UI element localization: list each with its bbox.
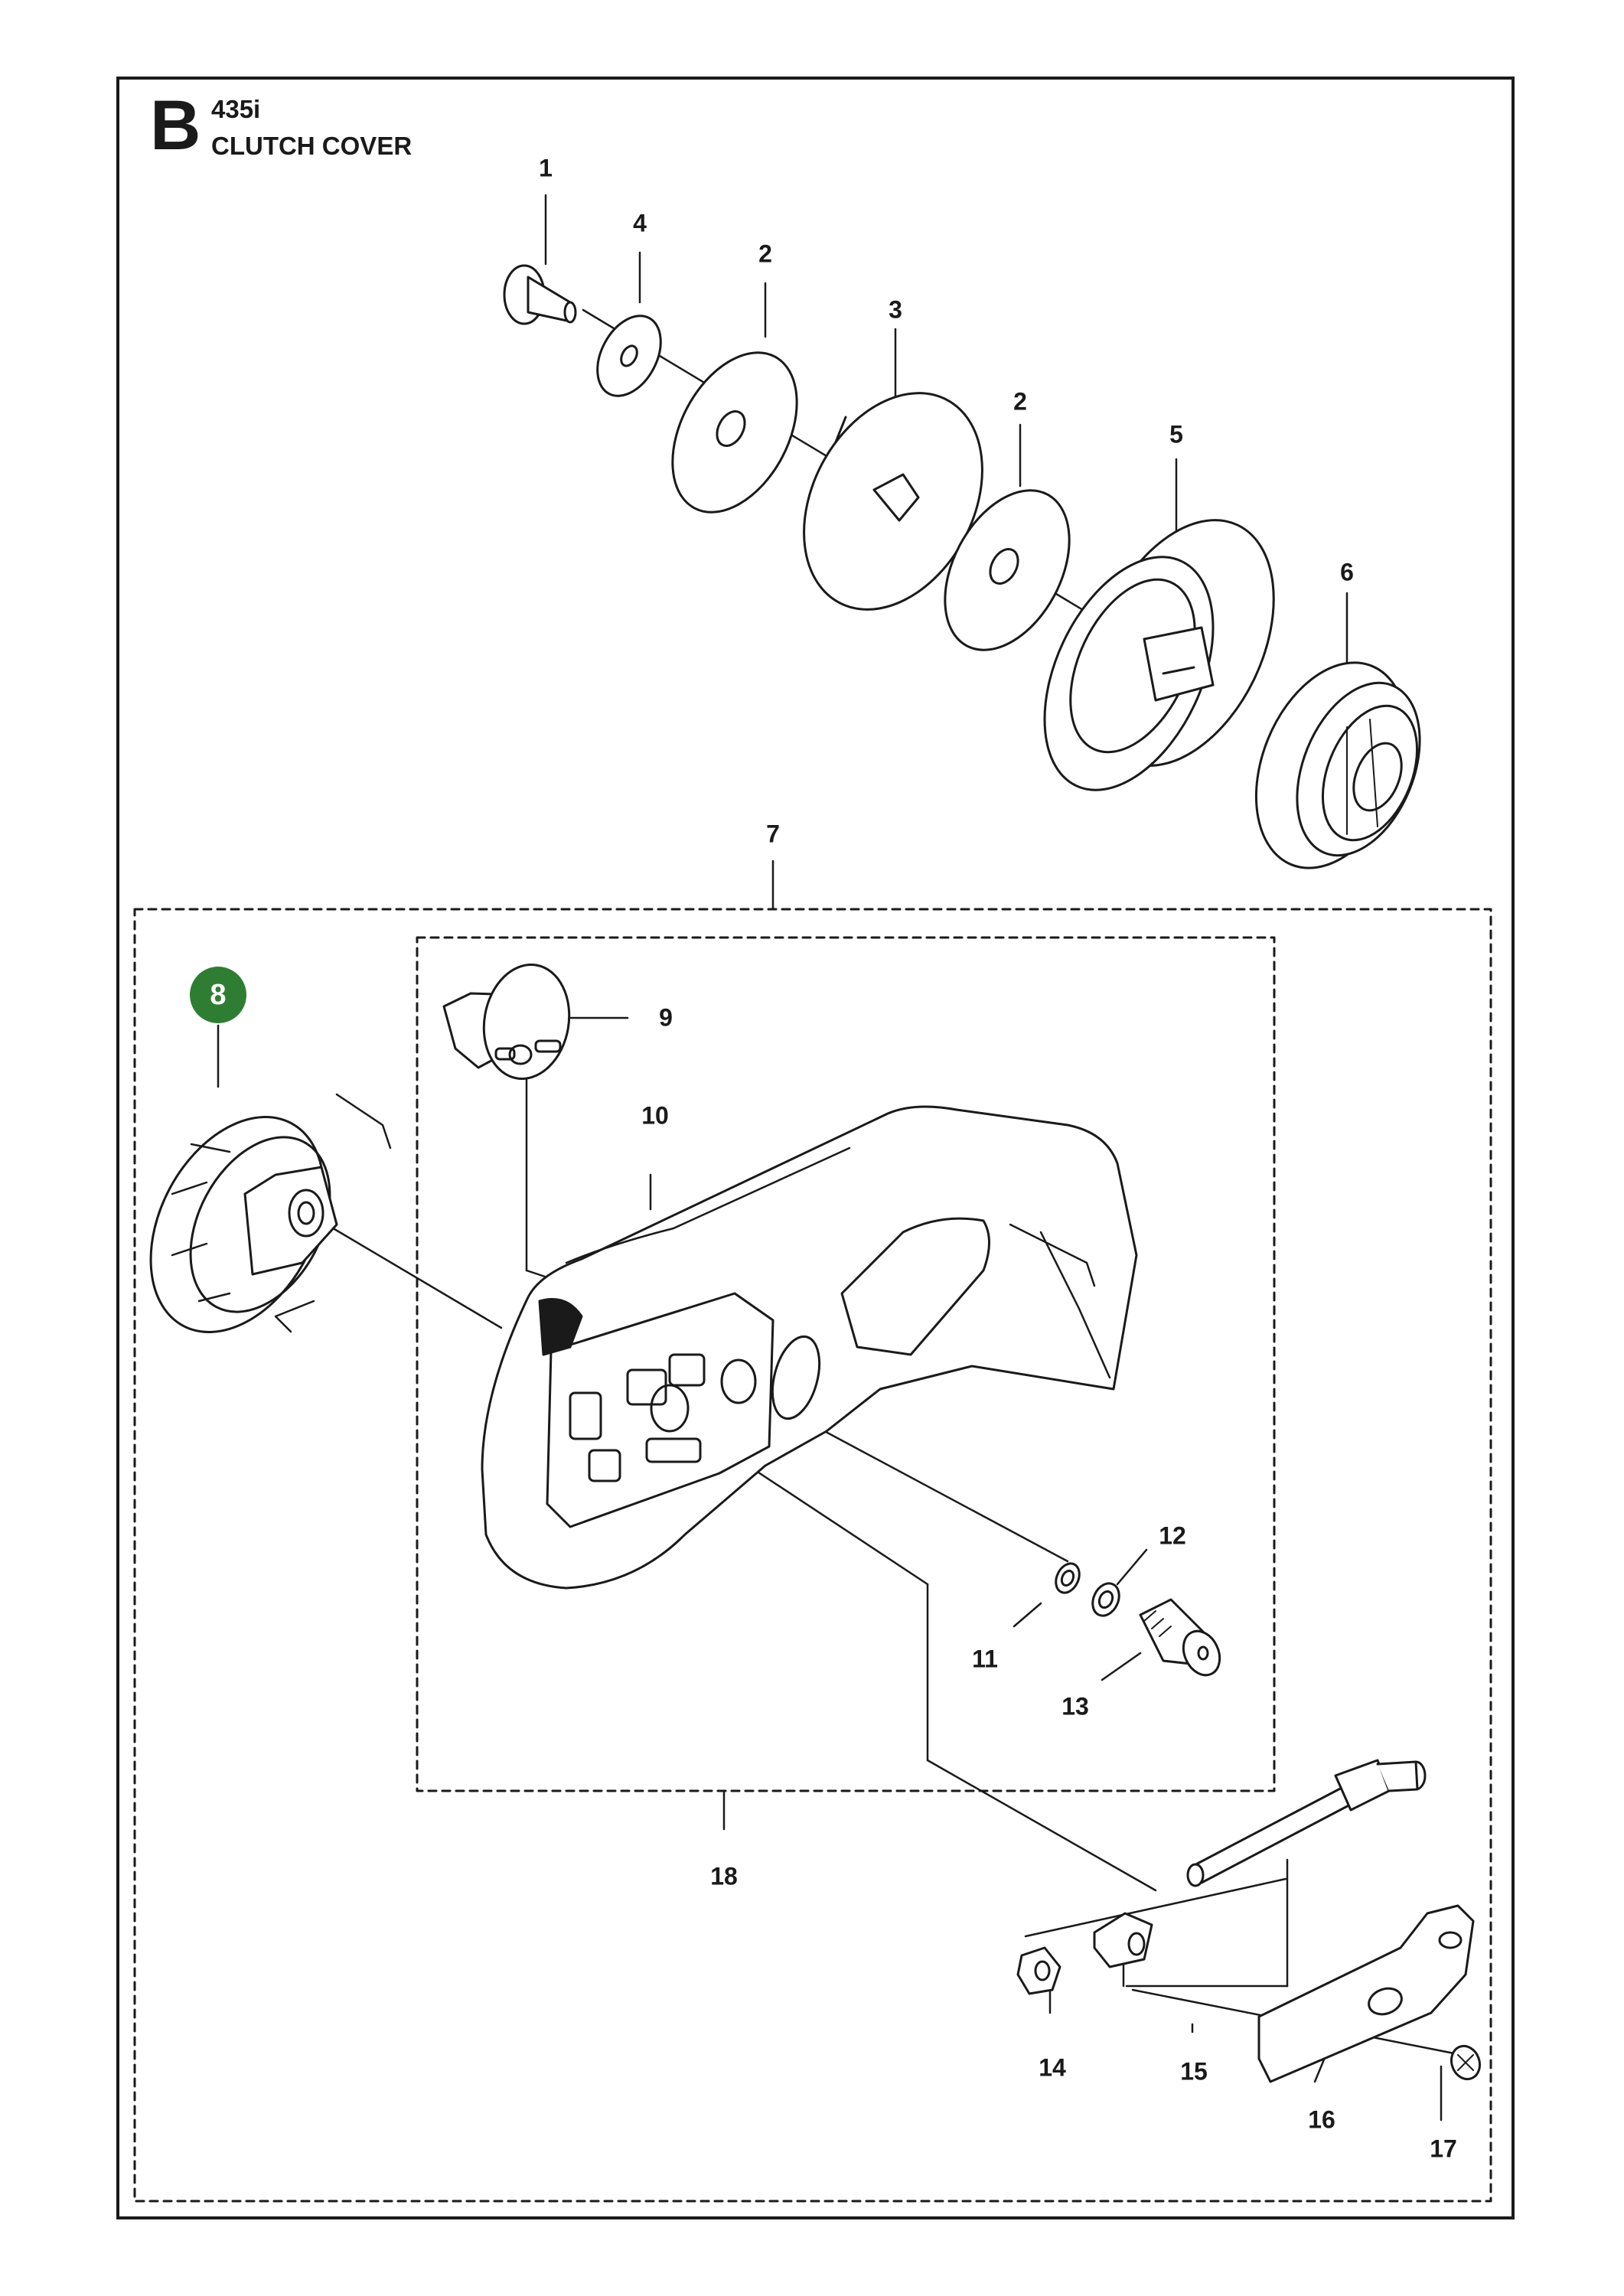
part-1-bolt [503,264,577,325]
callout-14: 14 [1039,2053,1066,2082]
part-12-washer [1091,1582,1120,1617]
part-5-clutch-drum [1043,519,1275,791]
page-title: CLUTCH COVER [211,132,413,160]
part-10-clutch-cover [481,1105,1138,1590]
part-6-sprocket [1254,661,1421,869]
callout-18: 18 [710,1862,738,1890]
callout-8-highlight: 8 [190,967,246,1023]
part-9-spike-bumper [442,964,571,1080]
part-8-chain-guide [149,1093,392,1334]
callout-3: 3 [889,295,902,324]
callout-13: 13 [1061,1692,1089,1720]
callout-17: 17 [1430,2135,1457,2163]
callout-9: 9 [659,1003,673,1032]
callout-2-upper: 2 [758,240,772,268]
model-name: 435i [211,95,261,123]
callout-1: 1 [539,154,553,182]
callout-12: 12 [1159,1521,1186,1550]
part-15-tensioner-pin [1093,1759,1427,1968]
callout-6: 6 [1340,558,1354,586]
part-14-nut [1016,1946,1061,1995]
part-2-washer-lower [944,489,1071,651]
callout-16: 16 [1308,2105,1335,2134]
part-13-nut [1139,1598,1221,1677]
callout-4: 4 [633,209,647,237]
part-17-screw [1450,2044,1482,2081]
callout-5: 5 [1169,420,1183,448]
callout-15: 15 [1180,2057,1208,2086]
part-3-drive-plate [803,392,983,611]
part-2-washer-upper [671,351,798,514]
callout-2-lower: 2 [1013,387,1027,416]
assembly-group-18-box [416,936,1276,1792]
diagram-frame [116,77,1515,2219]
assembly-group-7-box [133,908,1492,2203]
callout-11: 11 [972,1645,998,1673]
part-11-washer [1055,1562,1081,1594]
section-letter: B [150,86,201,165]
part-4-washer [596,315,662,397]
leader-lines [217,194,1443,2122]
part-16-tensioner-plate [1257,1904,1475,2083]
callout-7: 7 [766,820,780,848]
callout-10: 10 [641,1101,669,1130]
